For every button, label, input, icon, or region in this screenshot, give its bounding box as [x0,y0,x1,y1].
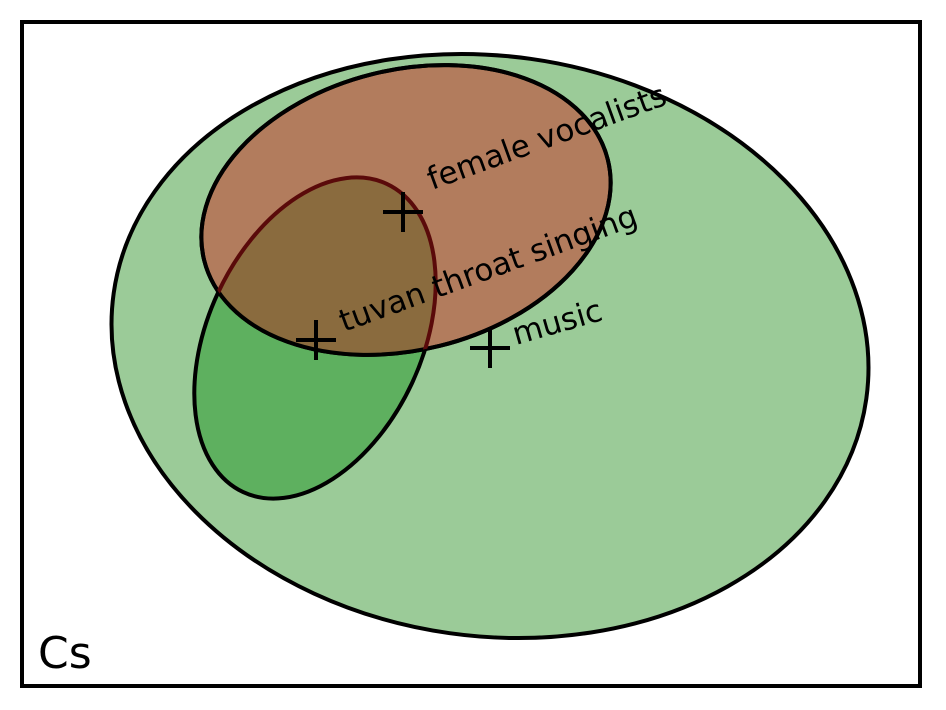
female-vocalists-outline [199,63,613,357]
music-marker [470,328,510,368]
female-vocalists-marker [383,192,423,232]
corner-label: Cs [38,628,92,679]
tuvan-throat-singing-marker [296,320,336,360]
